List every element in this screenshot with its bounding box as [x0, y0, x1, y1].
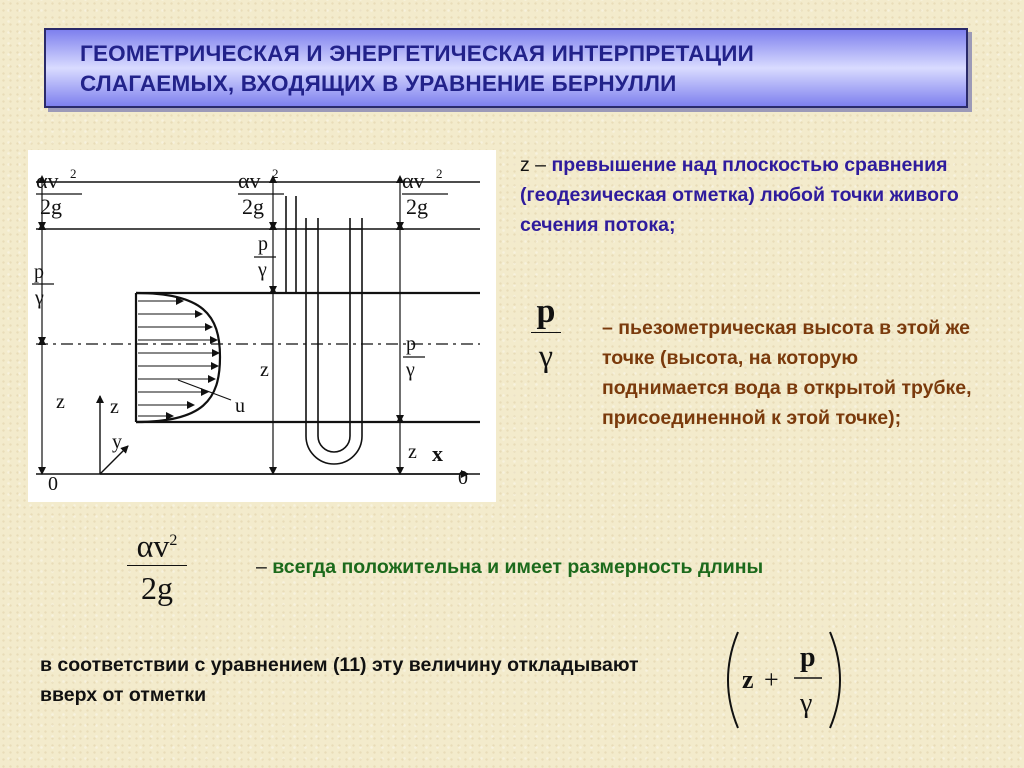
velocity-dash: – [256, 556, 267, 578]
velocity-head-exp-mid: 2 [272, 166, 279, 181]
u-leader [177, 379, 232, 401]
velocity-profile [135, 291, 222, 424]
velocity-head-exp-right: 2 [436, 166, 443, 181]
right-paren [829, 631, 841, 729]
slide-title: ГЕОМЕТРИЧЕСКАЯ И ЭНЕРГЕТИЧЕСКАЯ ИНТЕРПРЕ… [80, 39, 960, 99]
velocity-definition: – всегда положительна и имеет размерност… [256, 552, 956, 582]
piezometric-head-formula: z + p γ [722, 628, 846, 732]
bernoulli-diagram: αv 2 2g p γ z z y u 0 αv 2 2g p γ z αv 2… [28, 150, 496, 502]
y-label: y [112, 431, 122, 453]
pressure-num-left: p [34, 261, 44, 283]
velocity-definition-text: всегда положительна и имеет размерность … [272, 556, 764, 578]
velocity-head-num-text: αv [136, 527, 170, 564]
velocity-head-den: 2g [141, 569, 173, 606]
slide-title-line1: ГЕОМЕТРИЧЕСКАЯ И ЭНЕРГЕТИЧЕСКАЯ ИНТЕРПРЕ… [80, 41, 754, 66]
velocity-head-exp-left: 2 [70, 166, 77, 181]
pressure-num-right: p [406, 333, 416, 355]
fraction-bar [127, 564, 187, 566]
u-tube [305, 218, 363, 465]
zero-label-right: 0 [458, 467, 468, 489]
velocity-arrows [138, 297, 220, 420]
fraction-bar [531, 332, 561, 333]
pressure-head-fraction: p γ [531, 292, 561, 377]
velocity-head-exp: 2 [169, 532, 178, 549]
velocity-head-den-right: 2g [406, 194, 428, 219]
u-label: u [235, 395, 245, 417]
pressure-definition-text: – пьезометрическая высота в этой же точк… [602, 317, 972, 429]
pressure-den-right: γ [405, 359, 415, 381]
velocity-head-num-mid: αv [238, 168, 261, 193]
z-label-mid: z [260, 359, 269, 381]
pressure-den-left: γ [34, 287, 44, 309]
piezometer-tube [285, 196, 297, 293]
z-symbol: z [520, 154, 530, 176]
bernoulli-note-text: в соответствии с уравнением (11) эту вел… [40, 654, 639, 706]
pressure-den-mid: γ [257, 259, 267, 281]
z-dash: – [535, 154, 547, 176]
formula-num: p [800, 642, 816, 673]
formula-plus: + [764, 665, 779, 694]
z-definition-text: превышение над плоскостью сравнения (гео… [520, 154, 959, 236]
pressure-num-mid: p [258, 233, 268, 255]
z-label-right: z [408, 441, 417, 463]
z-label-axis: z [110, 396, 119, 418]
pressure-definition: – пьезометрическая высота в этой же точк… [602, 313, 982, 433]
velocity-head-den-left: 2g [40, 194, 62, 219]
left-paren [727, 631, 739, 729]
title-banner: ГЕОМЕТРИЧЕСКАЯ И ЭНЕРГЕТИЧЕСКАЯ ИНТЕРПРЕ… [44, 28, 968, 108]
velocity-head-num: αv2 [127, 522, 187, 565]
bernoulli-note: в соответствии с уравнением (11) эту вел… [40, 650, 680, 710]
x-label: x [432, 441, 443, 466]
formula-svg: z + p γ [727, 631, 841, 729]
zero-label-left: 0 [48, 473, 58, 495]
z-definition: z – превышение над плоскостью сравнения … [520, 150, 990, 240]
pressure-head-den: γ [538, 337, 554, 373]
velocity-head-den-mid: 2g [242, 194, 264, 219]
formula-den: γ [799, 688, 812, 719]
y-oblique-axis [99, 445, 129, 475]
diagram-svg: αv 2 2g p γ z z y u 0 αv 2 2g p γ z αv 2… [32, 166, 480, 495]
formula-z: z [742, 665, 754, 694]
pressure-head-num: p [536, 293, 556, 330]
z-label-left: z [56, 391, 65, 413]
velocity-head-num-left: αv [36, 168, 59, 193]
velocity-head-num-right: αv [402, 168, 425, 193]
slide-title-line2: СЛАГАЕМЫХ, ВХОДЯЩИХ В УРАВНЕНИЕ БЕРНУЛЛИ [80, 71, 677, 96]
velocity-head-fraction: αv2 2g [127, 522, 187, 610]
